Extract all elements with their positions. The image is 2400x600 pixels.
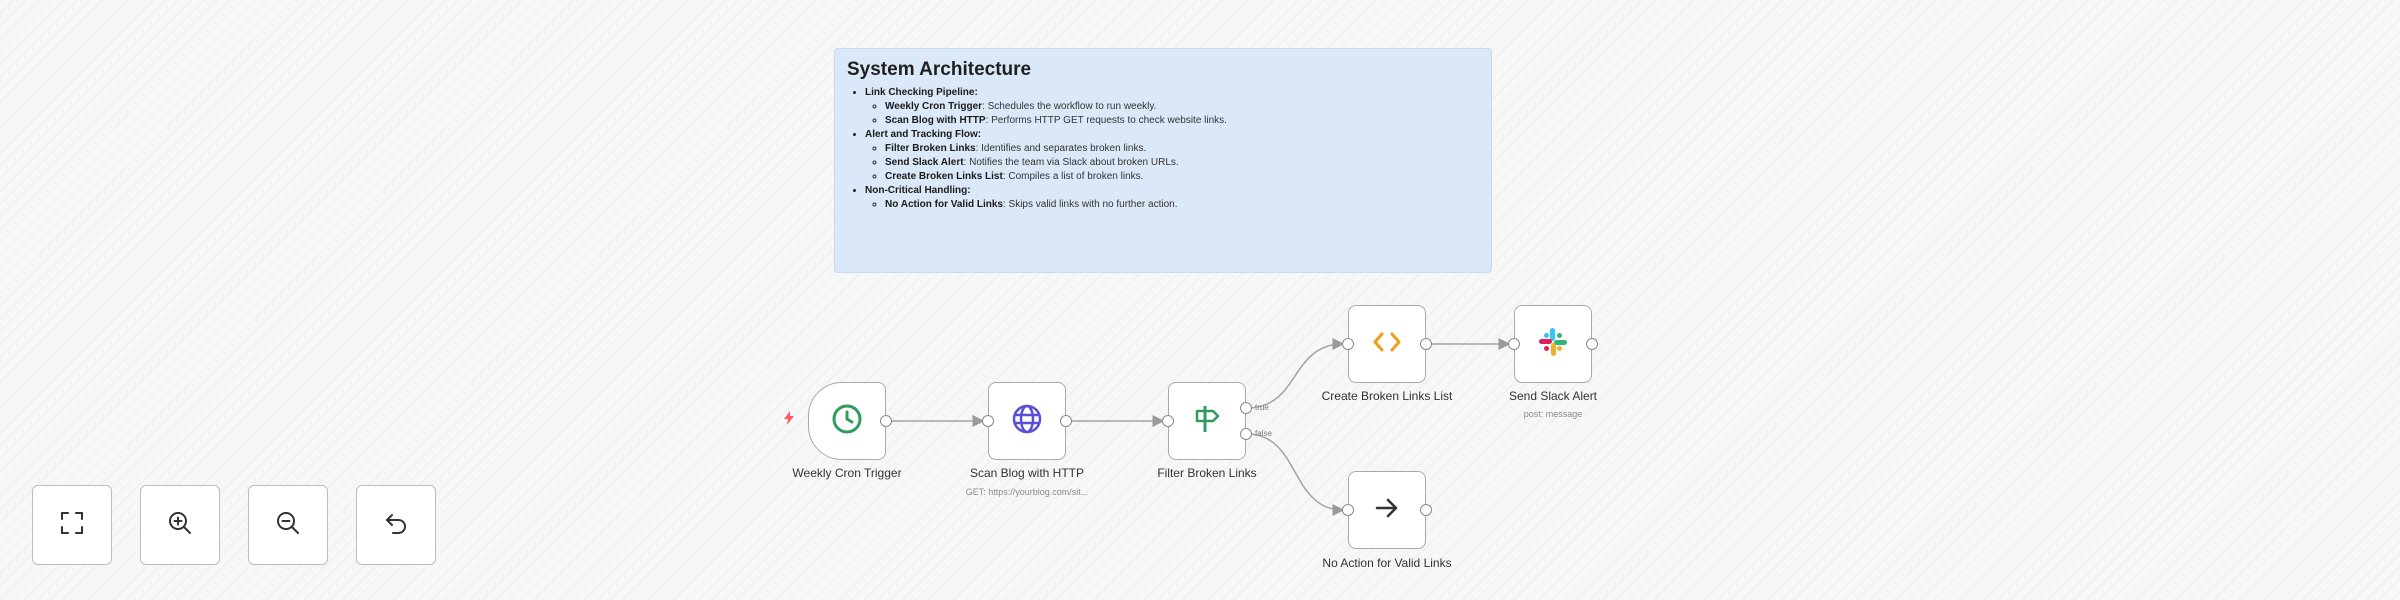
undo-button[interactable] bbox=[356, 485, 436, 565]
fit-view-icon bbox=[58, 509, 86, 542]
output-port[interactable] bbox=[1586, 338, 1598, 350]
input-port[interactable] bbox=[982, 415, 994, 427]
code-brackets-icon bbox=[1370, 325, 1404, 364]
connection-filter-code bbox=[1246, 338, 1345, 409]
branch-label-false: false bbox=[1255, 429, 1272, 438]
clock-icon bbox=[830, 402, 864, 441]
sticky-title: System Architecture bbox=[847, 59, 1032, 80]
node-sublabel: post: message bbox=[1523, 409, 1583, 419]
sticky-item: Send Slack Alert: Notifies the team via … bbox=[885, 157, 1479, 168]
node-no-action-for-valid-links[interactable] bbox=[1348, 471, 1426, 549]
sticky-section-1: Link Checking Pipeline: Weekly Cron Trig… bbox=[865, 87, 1479, 126]
input-port[interactable] bbox=[1508, 338, 1520, 350]
zoom-in-icon bbox=[166, 509, 194, 542]
sticky-item: Filter Broken Links: Identifies and sepa… bbox=[885, 143, 1479, 154]
undo-icon bbox=[382, 509, 410, 542]
zoom-in-button[interactable] bbox=[140, 485, 220, 565]
output-port[interactable] bbox=[880, 415, 892, 427]
sticky-note[interactable]: System Architecture Link Checking Pipeli… bbox=[834, 48, 1492, 273]
output-port-true[interactable] bbox=[1240, 402, 1252, 414]
fit-view-button[interactable] bbox=[32, 485, 112, 565]
node-label: Weekly Cron Trigger bbox=[792, 466, 902, 480]
sticky-item: Create Broken Links List: Compiles a lis… bbox=[885, 171, 1479, 182]
node-send-slack-alert[interactable] bbox=[1514, 305, 1592, 383]
input-port[interactable] bbox=[1342, 504, 1354, 516]
node-sublabel: GET: https://yourblog.com/sit... bbox=[965, 487, 1089, 497]
branch-label-true: true bbox=[1255, 403, 1269, 412]
sticky-item: Weekly Cron Trigger: Schedules the workf… bbox=[885, 101, 1479, 112]
node-label: Create Broken Links List bbox=[1321, 389, 1453, 403]
output-port[interactable] bbox=[1420, 504, 1432, 516]
zoom-out-button[interactable] bbox=[248, 485, 328, 565]
output-port-false[interactable] bbox=[1240, 428, 1252, 440]
connection-filter-noop bbox=[1246, 433, 1345, 516]
sticky-list: Link Checking Pipeline: Weekly Cron Trig… bbox=[847, 87, 1479, 210]
node-label: Filter Broken Links bbox=[1157, 466, 1257, 480]
node-label: No Action for Valid Links bbox=[1322, 556, 1452, 570]
arrow-right-icon bbox=[1372, 493, 1402, 528]
sticky-section-2: Alert and Tracking Flow: Filter Broken L… bbox=[865, 129, 1479, 182]
node-label: Scan Blog with HTTP bbox=[969, 466, 1085, 480]
node-label: Send Slack Alert bbox=[1508, 389, 1598, 403]
zoom-out-icon bbox=[274, 509, 302, 542]
node-scan-blog-with-http[interactable] bbox=[988, 382, 1066, 460]
node-weekly-cron-trigger[interactable] bbox=[808, 382, 886, 460]
signpost-icon bbox=[1190, 402, 1224, 441]
node-filter-broken-links[interactable] bbox=[1168, 382, 1246, 460]
globe-icon bbox=[1010, 402, 1044, 441]
sticky-section-3: Non-Critical Handling: No Action for Val… bbox=[865, 185, 1479, 210]
input-port[interactable] bbox=[1162, 415, 1174, 427]
sticky-item: No Action for Valid Links: Skips valid l… bbox=[885, 199, 1479, 210]
lightning-bolt-icon bbox=[784, 411, 794, 428]
input-port[interactable] bbox=[1342, 338, 1354, 350]
node-create-broken-links-list[interactable] bbox=[1348, 305, 1426, 383]
sticky-item: Scan Blog with HTTP: Performs HTTP GET r… bbox=[885, 115, 1479, 126]
slack-icon bbox=[1536, 325, 1570, 364]
output-port[interactable] bbox=[1060, 415, 1072, 427]
output-port[interactable] bbox=[1420, 338, 1432, 350]
